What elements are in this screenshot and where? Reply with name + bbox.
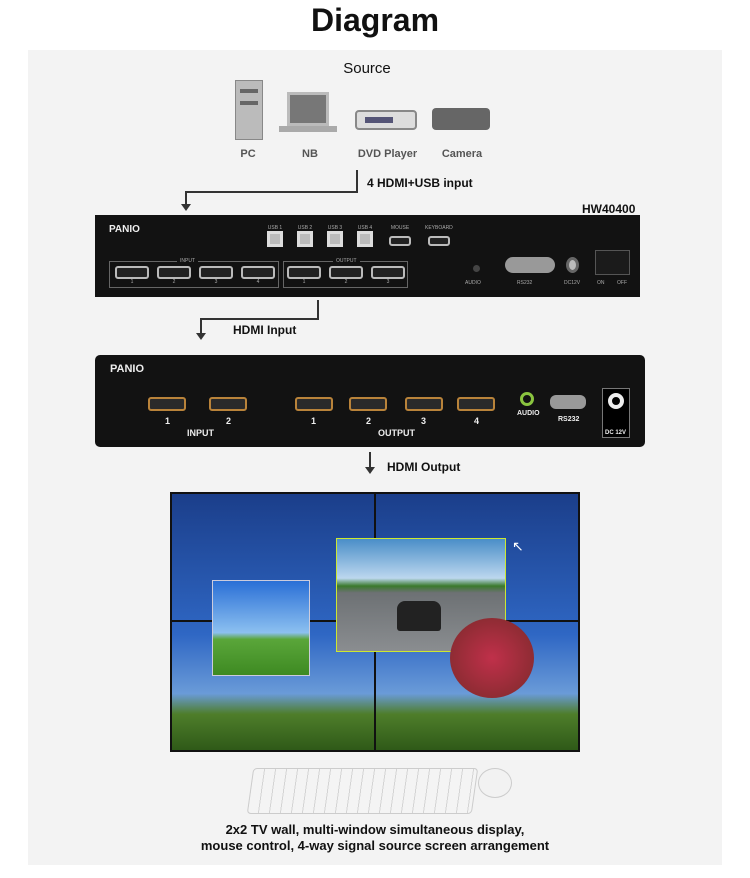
- keyboard-usb-port: [428, 236, 450, 246]
- mouse-usb-port: [389, 236, 411, 246]
- mouse-icon: [478, 768, 512, 798]
- source-label-dvd: DVD Player: [357, 148, 418, 160]
- port-number: 1: [130, 279, 134, 285]
- port-number: 2: [366, 416, 372, 426]
- port-number: 2: [344, 279, 348, 285]
- usb-label: USB 2: [297, 225, 313, 231]
- port-number: 1: [302, 279, 306, 285]
- audio-label: AUDIO: [465, 280, 481, 286]
- windows-xp-window[interactable]: [212, 580, 310, 676]
- port-number: 4: [256, 279, 260, 285]
- step-label-hdmi-usb: 4 HDMI+USB input: [367, 176, 473, 190]
- step-label-hdmi-output: HDMI Output: [387, 460, 461, 474]
- port-number: 4: [474, 416, 480, 426]
- hdmi-output-port: [457, 397, 495, 411]
- source-label-camera: Camera: [441, 148, 483, 160]
- hdmi-output-port: [329, 266, 363, 279]
- audio-jack: [473, 265, 480, 272]
- hdmi-input-port: [157, 266, 191, 279]
- port-number: 1: [165, 416, 171, 426]
- off-label: OFF: [617, 280, 627, 286]
- usb-label: USB 1: [267, 225, 283, 231]
- output-group-label: OUTPUT: [333, 258, 360, 264]
- caption-line-2: mouse control, 4-way signal source scree…: [200, 838, 550, 853]
- tree-image: [450, 618, 534, 698]
- output-label: OUTPUT: [378, 428, 415, 438]
- step-label-hdmi-input: HDMI Input: [233, 323, 297, 337]
- keyboard-port-label: KEYBOARD: [425, 225, 453, 231]
- usb-port: [357, 231, 373, 247]
- arrow-down-icon: [365, 467, 375, 474]
- on-label: ON: [597, 280, 605, 286]
- usb-port: [267, 231, 283, 247]
- dvd-player-icon: [355, 110, 417, 130]
- brand-logo: PANIO: [110, 363, 145, 375]
- source-label-pc: PC: [240, 148, 256, 160]
- hdmi-output-port: [287, 266, 321, 279]
- mouse-port-label: MOUSE: [390, 225, 410, 231]
- dc-power-jack: [566, 257, 579, 273]
- usb-port: [327, 231, 343, 247]
- hdmi-input-port: [209, 397, 247, 411]
- usb-label: USB 4: [357, 225, 373, 231]
- power-switch[interactable]: [595, 250, 630, 275]
- port-number: 3: [421, 416, 427, 426]
- caption-line-1: 2x2 TV wall, multi-window simultaneous d…: [225, 822, 525, 837]
- port-number: 3: [386, 279, 390, 285]
- brand-logo: PANIO: [109, 224, 140, 235]
- camera-icon: [432, 108, 490, 130]
- hdmi-input-port: [115, 266, 149, 279]
- tv-wall-2x2: ↖: [170, 492, 580, 752]
- model-number: HW40400: [582, 202, 636, 216]
- port-number: 2: [172, 279, 176, 285]
- keyboard-icon: [246, 768, 479, 814]
- rs232-port: [550, 395, 586, 409]
- hdmi-output-port: [295, 397, 333, 411]
- source-heading: Source: [343, 60, 391, 77]
- hdmi-input-port: [241, 266, 275, 279]
- laptop-icon: [287, 92, 329, 126]
- port-number: 1: [311, 416, 317, 426]
- dc-label: DC 12V: [605, 430, 627, 436]
- usb-port: [297, 231, 313, 247]
- source-label-nb: NB: [302, 148, 318, 160]
- hdmi-output-port: [349, 397, 387, 411]
- video-wall-processor: PANIO 1 2 INPUT 1 2 3 4 OUTPUT AUDIO RS2…: [95, 355, 645, 447]
- mouse-cursor-icon: ↖: [512, 538, 524, 554]
- arrow-down-icon: [181, 204, 191, 211]
- device-front-panel: PANIO USB 1 USB 2 USB 3 USB 4 MOUSE KEYB…: [95, 215, 640, 297]
- arrow-down-icon: [196, 333, 206, 340]
- rs232-label: RS232: [558, 416, 580, 423]
- rs232-port: [505, 257, 555, 273]
- hdmi-input-port: [199, 266, 233, 279]
- input-group-label: INPUT: [177, 258, 198, 264]
- usb-label: USB 3: [327, 225, 343, 231]
- port-number: 2: [226, 416, 232, 426]
- input-label: INPUT: [187, 428, 214, 438]
- hdmi-output-port: [371, 266, 405, 279]
- audio-label: AUDIO: [517, 410, 540, 417]
- port-number: 3: [214, 279, 218, 285]
- rs232-label: RS232: [517, 280, 533, 286]
- page-title: Diagram: [310, 2, 440, 38]
- pc-tower-icon: [235, 80, 263, 140]
- hdmi-output-port: [405, 397, 443, 411]
- dc-power-block: [602, 388, 630, 438]
- dc-label: DC12V: [564, 280, 581, 286]
- hdmi-input-port: [148, 397, 186, 411]
- audio-jack: [520, 392, 534, 406]
